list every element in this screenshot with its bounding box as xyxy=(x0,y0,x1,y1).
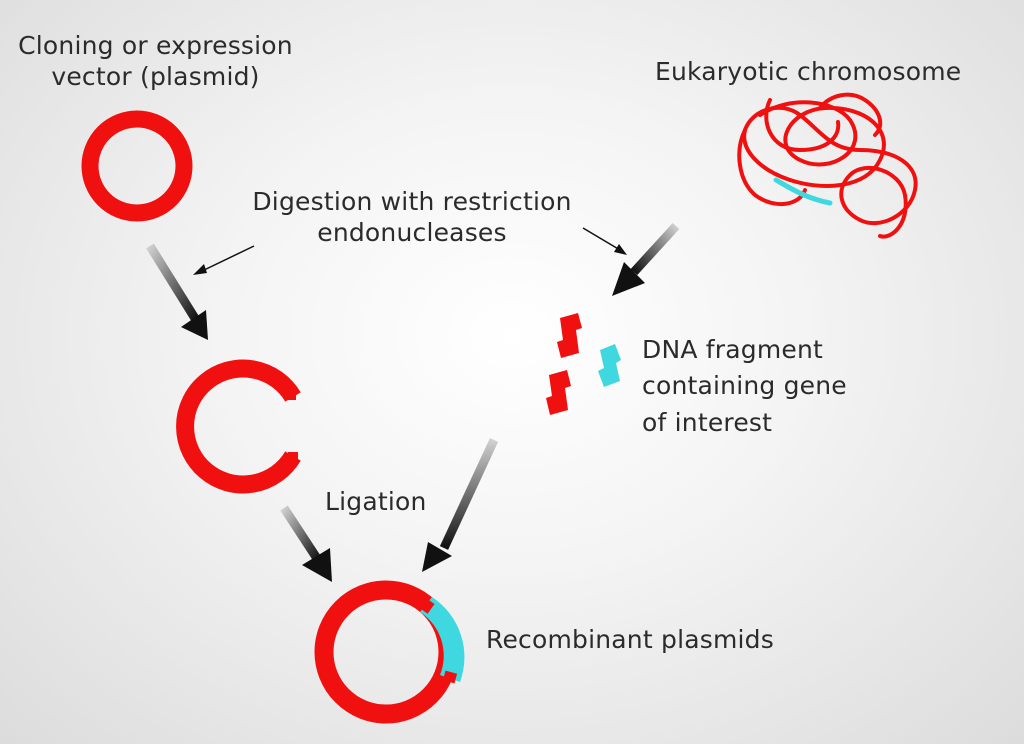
cut-plasmid xyxy=(176,359,301,494)
recombinant-junction-bottom xyxy=(442,670,458,684)
digestion-label: Digestion with restriction endonucleases xyxy=(238,186,586,249)
dna-fragment-red-2 xyxy=(546,370,571,415)
vector-label-line2: vector (plasmid) xyxy=(51,62,260,92)
digestion-pointer-right xyxy=(582,227,627,255)
vector-label-line1: Cloning or expression xyxy=(18,31,293,60)
dna-fragment-red-1 xyxy=(557,313,582,358)
arrow-chromosome-to-fragments xyxy=(612,222,680,296)
arrow-fragments-to-recombinant xyxy=(422,438,499,572)
fragment-label-line1: DNA fragment xyxy=(642,335,824,364)
digestion-pointer-left xyxy=(193,245,255,275)
cut-plasmid-end-bottom xyxy=(288,452,298,460)
eukaryotic-chromosome xyxy=(737,92,918,239)
vector-label: Cloning or expression vector (plasmid) xyxy=(18,30,293,93)
recombinant-label: Recombinant plasmids xyxy=(486,625,774,654)
fragment-label-line2: containing gene xyxy=(642,371,847,401)
recombinant-insert xyxy=(420,597,465,682)
digestion-label-line1: Digestion with restriction xyxy=(252,187,572,216)
recombinant-junction-top xyxy=(419,598,435,614)
chromosome-gene-segment xyxy=(773,177,833,206)
fragment-label-line3: of interest xyxy=(642,407,773,437)
ligation-label: Ligation xyxy=(325,487,427,516)
digestion-label-line2: endonucleases xyxy=(317,218,507,248)
dna-fragment-gene xyxy=(598,344,621,387)
arrow-vector-to-cut xyxy=(146,243,208,340)
cut-plasmid-end-top xyxy=(286,392,296,400)
intact-plasmid xyxy=(81,110,193,222)
chromosome-label: Eukaryotic chromosome xyxy=(655,57,962,86)
fragment-label: DNA fragment containing gene of interest xyxy=(642,332,847,441)
arrow-cut-to-recombinant xyxy=(280,505,332,582)
